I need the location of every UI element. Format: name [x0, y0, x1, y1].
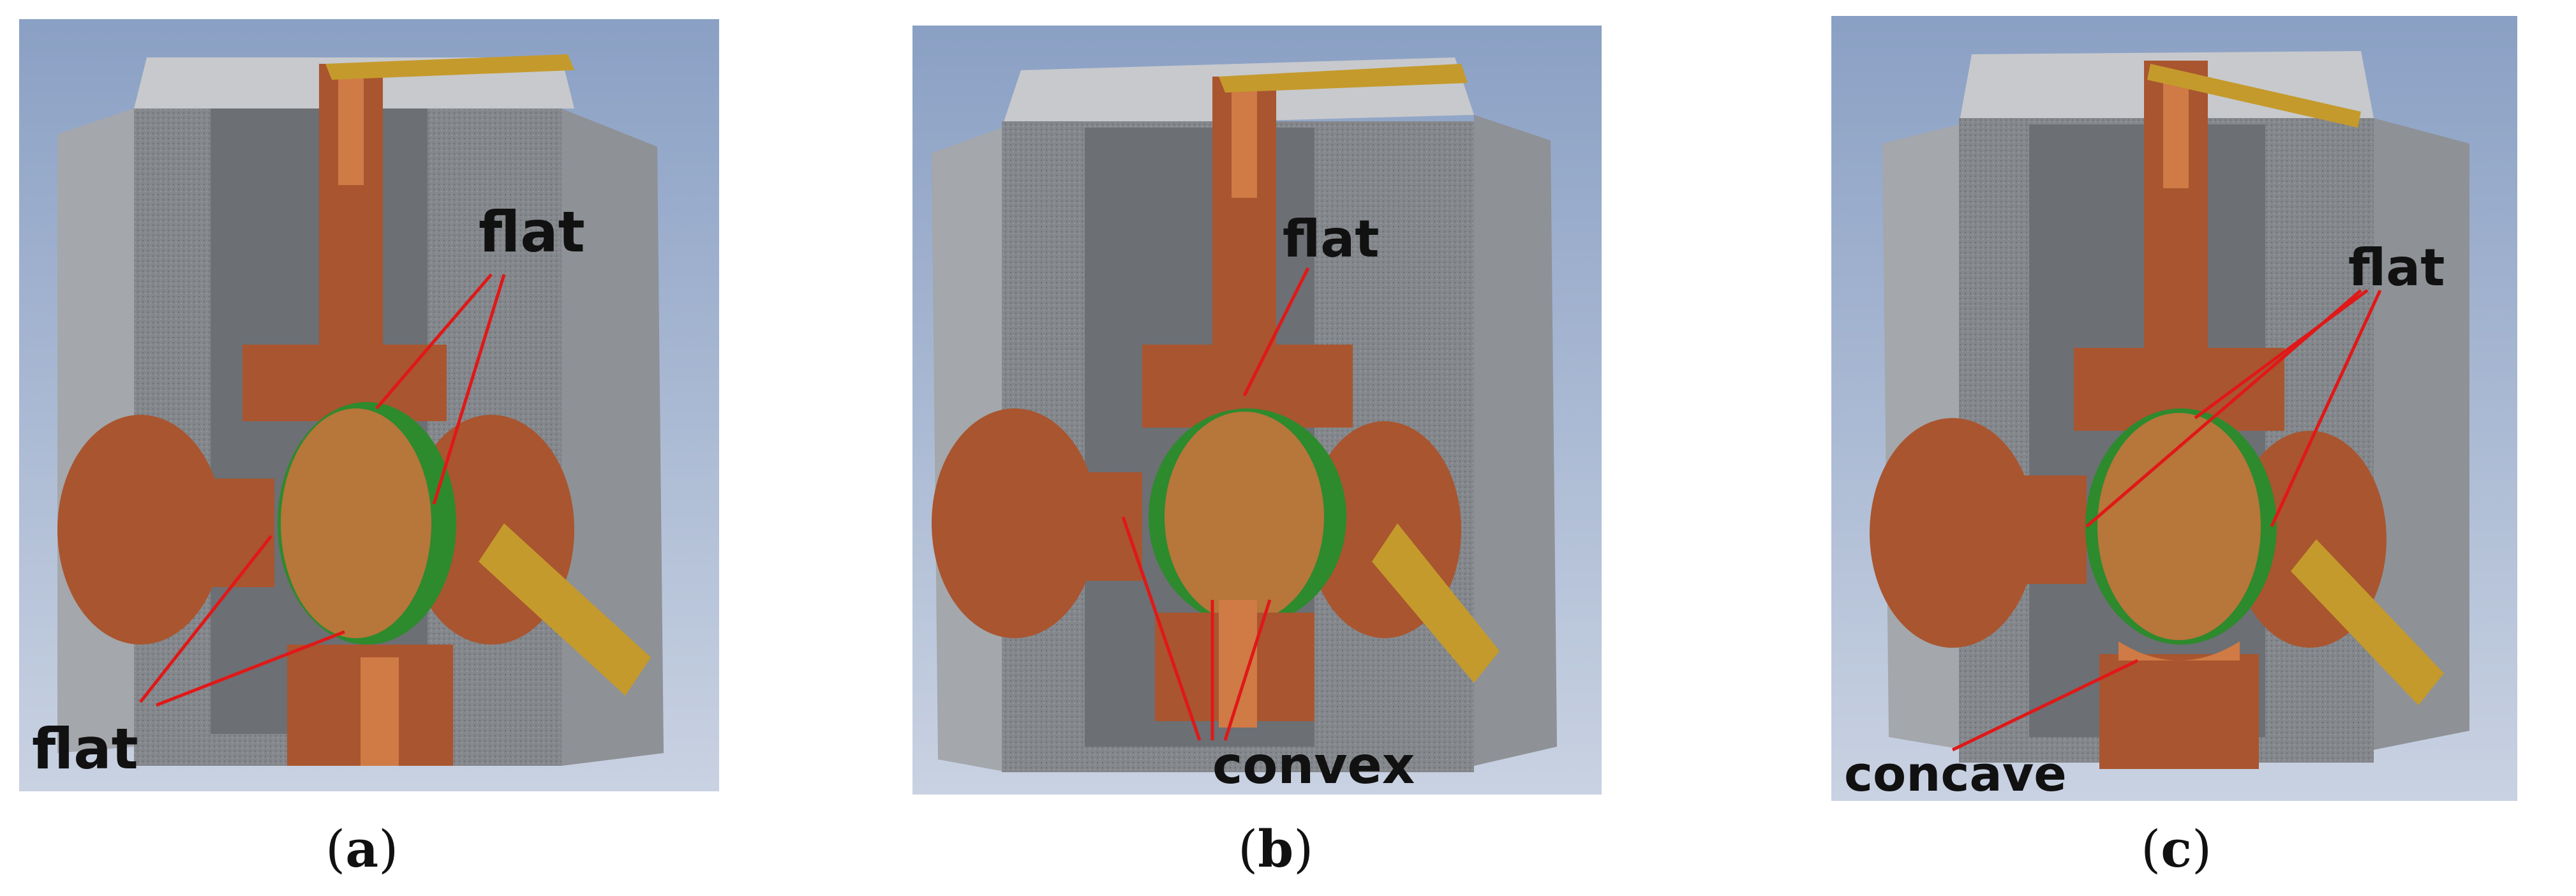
- panel-c-caption: (c): [2141, 819, 2212, 879]
- panel-c: flat concave (c): [1806, 0, 2576, 896]
- panel-b-label-convex: convex: [1212, 736, 1415, 795]
- panel-a-label-flat-bottom: flat: [32, 716, 138, 782]
- panel-a: flat flat (a): [0, 0, 766, 896]
- panel-c-diagram: [1831, 16, 2517, 801]
- panel-a-label-flat-top: flat: [479, 199, 585, 265]
- panel-a-render: flat flat: [19, 19, 719, 791]
- panel-c-label-flat: flat: [2348, 238, 2445, 297]
- panel-c-caption-letter: c: [2161, 819, 2192, 879]
- panel-c-leader-lines: [1951, 288, 2382, 752]
- panel-a-diagram: [19, 19, 719, 791]
- panel-a-caption-letter: a: [345, 819, 379, 879]
- panel-b-diagram: [912, 26, 1602, 795]
- panel-c-label-concave: concave: [1844, 745, 2067, 801]
- panel-b-render: flat convex: [912, 26, 1602, 795]
- panel-b-leader-lines: [1121, 267, 1310, 741]
- panel-b-caption: (b): [1238, 819, 1314, 879]
- panel-b-caption-letter: b: [1258, 819, 1294, 879]
- panel-b: flat convex (b): [893, 0, 1659, 896]
- panel-c-render: flat concave: [1831, 16, 2517, 801]
- panel-b-label-flat: flat: [1283, 209, 1380, 269]
- panel-a-caption: (a): [325, 819, 399, 879]
- panel-a-leader-lines: [139, 273, 506, 707]
